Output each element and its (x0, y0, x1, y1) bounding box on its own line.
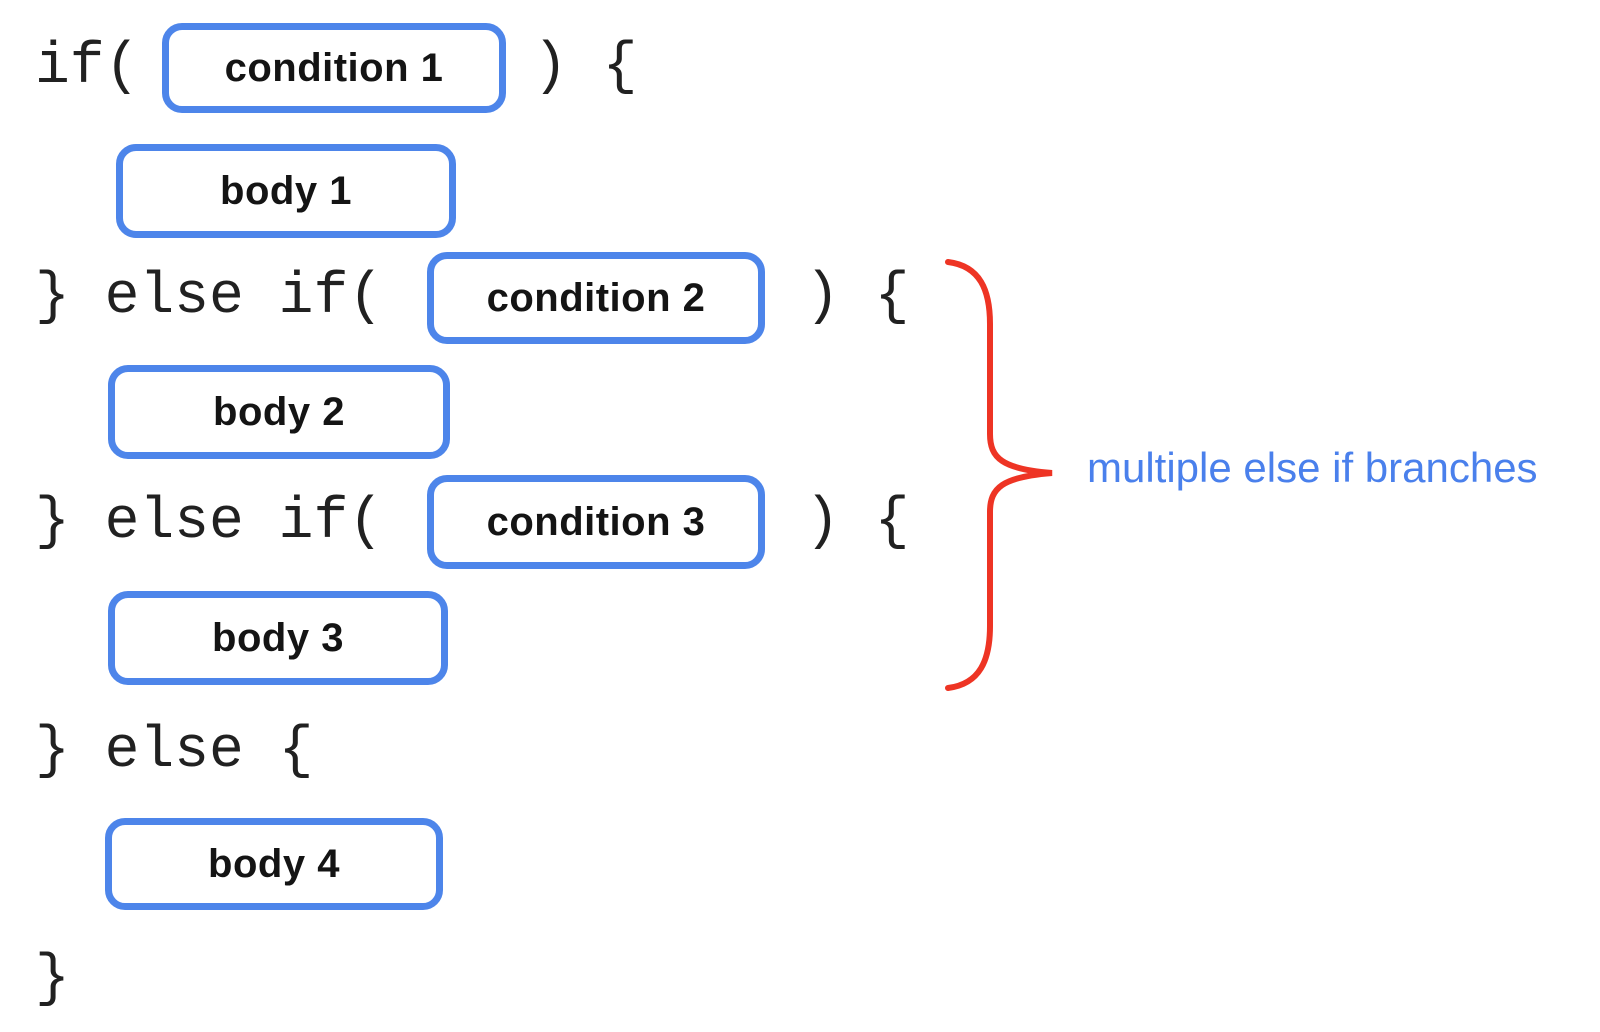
body-3-box: body 3 (108, 591, 448, 685)
code-final-close-brace: } (35, 947, 70, 1012)
body-1-box: body 1 (116, 144, 456, 238)
code-close-paren-open-brace-1: ) { (533, 35, 638, 100)
curly-brace-icon (945, 259, 1053, 691)
code-close-paren-open-brace-3: ) { (805, 490, 910, 555)
annotation-multiple-else-if: multiple else if branches (1087, 444, 1538, 491)
condition-3-box: condition 3 (427, 475, 765, 569)
condition-2-box: condition 2 (427, 252, 765, 344)
body-4-box: body 4 (105, 818, 443, 910)
code-else-if-open-2: } else if( (35, 490, 384, 555)
code-else-open: } else { (35, 719, 314, 784)
code-close-paren-open-brace-2: ) { (805, 265, 910, 330)
code-if-open: if( (35, 35, 140, 100)
code-else-if-open-1: } else if( (35, 265, 384, 330)
body-2-box: body 2 (108, 365, 450, 459)
condition-1-box: condition 1 (162, 23, 506, 113)
